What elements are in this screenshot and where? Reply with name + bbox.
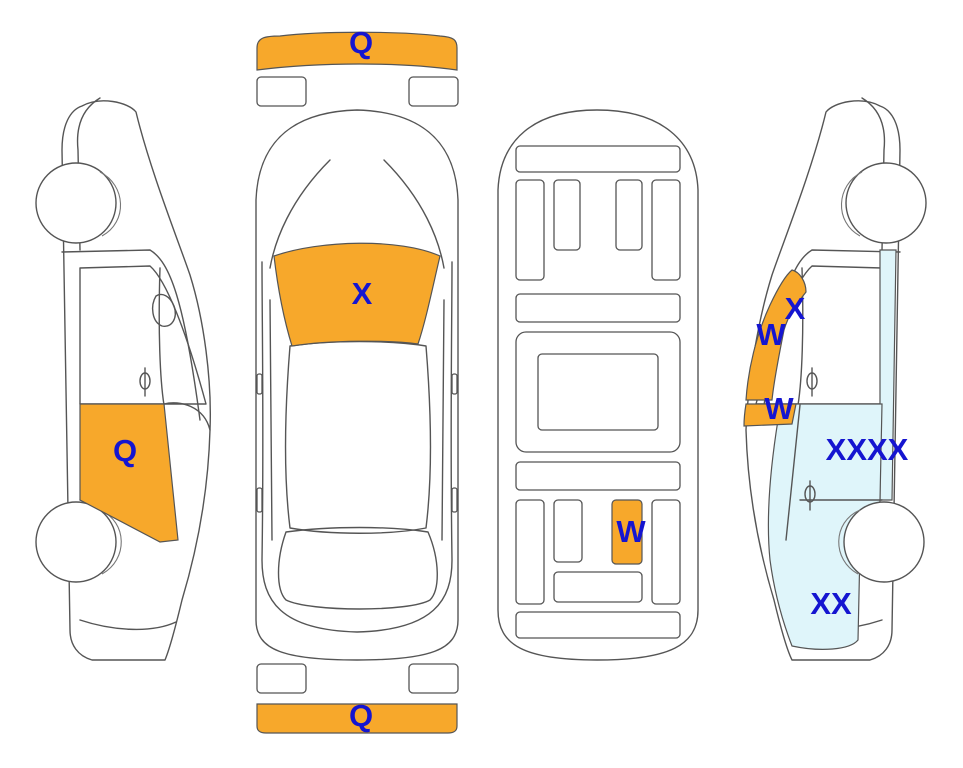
top-windshield-label: X: [352, 276, 373, 311]
left-side-damage-region: [79, 403, 179, 543]
right-side-door-gap: [785, 404, 801, 541]
top-view-hood-line-left: [269, 159, 331, 269]
top-view-door-line-right: [441, 299, 445, 541]
underbody-front-rail-right: [651, 179, 681, 281]
left-side-bottom-line: [79, 619, 177, 631]
underbody-front-part-right: [615, 179, 643, 251]
top-rear-bumper-label: Q: [349, 698, 373, 733]
left-side-wheel-front: [35, 162, 117, 244]
right-side-sill-damage: [743, 403, 797, 427]
underbody-damage-part: [611, 499, 643, 565]
right-side-a-pillar-damage: [745, 269, 807, 401]
right-side-view: [743, 97, 927, 661]
top-view-mirror-right: [451, 373, 458, 395]
top-view-windshield-damage: [273, 242, 441, 347]
top-view-handle-left: [256, 487, 263, 513]
top-view-handle-right: [451, 487, 458, 513]
underbody-front-rail-left: [515, 179, 545, 281]
top-view-mirror-left: [256, 373, 263, 395]
underbody-rear-part-left: [553, 499, 583, 563]
right-side-wheel-arch-rear: [838, 509, 861, 575]
damage-labels: Q Q X Q W X W W XXXX XX: [113, 25, 909, 733]
top-view-front-lamp-left: [256, 76, 307, 107]
top-view-windshield-frame: [261, 261, 453, 633]
underbody-label: W: [616, 514, 646, 549]
left-side-rear-window: [163, 402, 211, 431]
left-side-mirror: [151, 293, 176, 327]
left-side-beltline: [61, 249, 201, 421]
top-view-roof-outline: [284, 340, 432, 534]
left-side-label: Q: [113, 433, 137, 468]
left-side-view: [35, 97, 211, 661]
right-side-wheel-arch-front: [840, 171, 863, 237]
top-view-front-lamp-right: [408, 76, 459, 107]
top-view-front-bumper: [256, 31, 458, 71]
underbody-rear-rail-right: [651, 499, 681, 605]
top-view-door-line-left: [269, 299, 273, 541]
right-side-handle-lower: [804, 480, 816, 511]
top-front-bumper-label: Q: [349, 25, 373, 60]
underbody-front-part-left: [553, 179, 581, 251]
right-side-fender-label: XX: [810, 586, 852, 621]
right-side-handle-upper: [806, 367, 818, 397]
top-view-rear-window: [277, 526, 438, 610]
underbody-rear-crossmember: [515, 461, 681, 491]
underbody-mid-crossmember: [515, 293, 681, 323]
left-side-wheel-rear: [35, 501, 117, 583]
left-side-window-outline: [79, 265, 207, 405]
right-side-wheel-rear: [843, 501, 925, 583]
underbody-rear-rail-left: [515, 499, 545, 605]
top-view: [255, 31, 459, 734]
right-side-sill-label: W: [764, 391, 794, 426]
top-view-rear-bumper: [256, 703, 458, 734]
right-side-door-label: XXXX: [826, 432, 909, 467]
right-side-pillar-x-label: X: [785, 291, 806, 326]
top-view-rear-lamp-right: [408, 663, 459, 694]
underbody-front-crossmember: [515, 145, 681, 173]
top-view-rear-lamp-left: [256, 663, 307, 694]
underbody-rear-panel: [515, 611, 681, 639]
right-side-roof-line: [861, 97, 886, 251]
top-view-body-outline: [255, 109, 459, 661]
underbody-view: [497, 109, 699, 661]
left-side-pillar: [158, 267, 165, 406]
right-side-pillar-w-label: W: [756, 317, 786, 352]
left-side-handle-upper: [139, 367, 151, 397]
right-side-wheel-front: [845, 162, 927, 244]
left-side-roof-line: [76, 97, 101, 251]
underbody-center-tunnel: [537, 353, 659, 431]
top-view-hood-line-right: [383, 159, 445, 269]
underbody-tank: [553, 571, 643, 603]
left-side-wheel-arch-front: [99, 171, 122, 237]
